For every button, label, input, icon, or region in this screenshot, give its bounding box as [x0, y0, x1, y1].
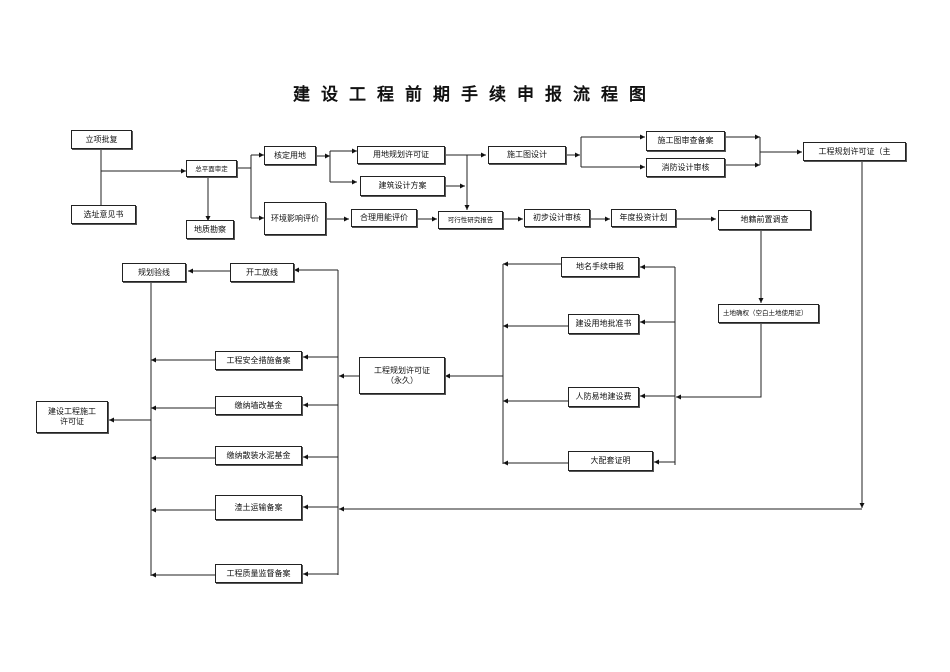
node-land-rights-confirmation: 土地确权（空白土地使用证）: [718, 304, 819, 323]
node-civil-defense-fee: 人防易地建设费: [568, 387, 639, 407]
node-muck-transport-filing: 渣土运输备案: [215, 495, 302, 520]
node-construction-setting-out: 开工放线: [230, 263, 294, 282]
node-construction-land-approval: 建设用地批准书: [568, 314, 639, 334]
page-title: 建设工程前期手续申报流程图: [293, 85, 657, 105]
node-site-plan-approval: 总平面审定: [186, 160, 237, 177]
node-architectural-design-scheme: 建筑设计方案: [360, 176, 445, 196]
node-bulk-cement-fund: 缴纳散装水泥基金: [215, 446, 302, 465]
node-land-planning-permit: 用地规划许可证: [357, 146, 445, 164]
node-environmental-assessment: 环境影响评价: [264, 202, 326, 235]
node-feasibility-study-report: 可行性研究报告: [438, 211, 503, 229]
node-place-name-application: 地名手续申报: [561, 257, 639, 277]
node-construction-permit: 建设工程施工 许可证: [36, 401, 108, 433]
node-land-determination: 核定用地: [264, 146, 316, 165]
node-preliminary-design-review: 初步设计审核: [524, 209, 590, 227]
node-geological-survey: 地质勘察: [186, 220, 234, 239]
node-annual-investment-plan: 年度投资计划: [611, 209, 676, 227]
node-site-selection-opinion: 选址意见书: [71, 205, 136, 224]
node-drawing-review-filing: 施工图审查备案: [646, 131, 725, 151]
node-engineering-planning-permit-permanent: 工程规划许可证 （永久）: [359, 357, 445, 394]
node-fire-design-review: 消防设计审核: [646, 158, 725, 177]
node-quality-supervision-filing: 工程质量监督备案: [215, 564, 302, 583]
node-project-approval: 立项批复: [71, 130, 132, 149]
node-safety-measures-filing: 工程安全措施备案: [215, 351, 302, 370]
connector: [676, 323, 762, 400]
node-utility-supporting-certificate: 大配套证明: [568, 451, 653, 471]
node-engineering-planning-permit-main: 工程规划许可证（主: [803, 142, 906, 161]
node-energy-use-assessment: 合理用能评价: [351, 209, 417, 227]
node-wall-reform-fund: 缴纳墙改基金: [215, 396, 302, 415]
node-construction-drawing-design: 施工图设计: [488, 146, 566, 164]
node-cadastral-survey: 地籍前置调查: [718, 210, 811, 230]
node-planning-line-check: 规划验线: [122, 263, 186, 282]
